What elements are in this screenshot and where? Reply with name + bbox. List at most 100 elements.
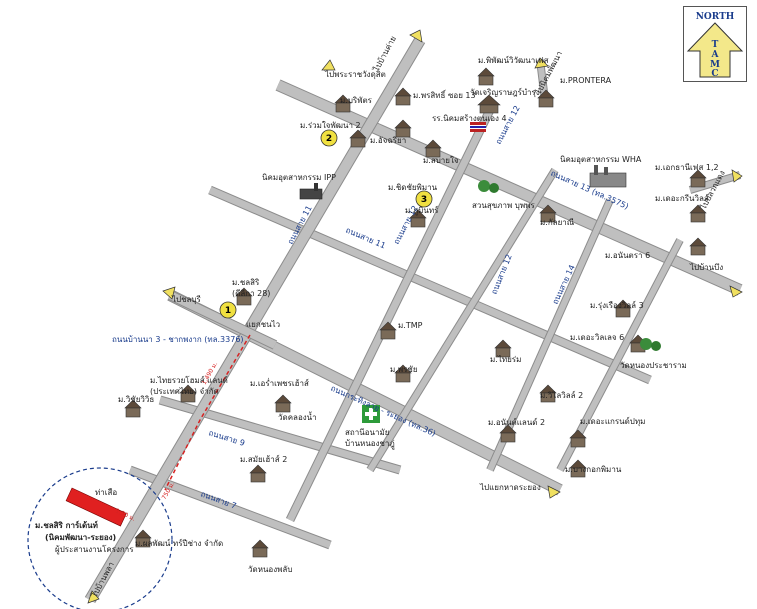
house-icon	[334, 94, 352, 113]
house-icon	[235, 287, 253, 306]
direction-arrows	[87, 29, 743, 604]
label-m-prasit: ม.พรสิทธิ์ ซอย 13	[413, 89, 476, 100]
house-icon	[614, 299, 632, 318]
north-letter-c: C	[711, 69, 718, 79]
label-m-phiphat: ม.พิพัฒน์วิวัฒนาเฟส	[478, 55, 549, 65]
house-icon	[494, 339, 512, 358]
house-icon	[134, 529, 152, 548]
park-icon	[640, 338, 661, 351]
north-title: NORTH	[696, 12, 735, 22]
label-m-anan2: ม.อนันต์แลนด์ 2	[488, 417, 545, 427]
label-m-bankok: ม.บางกอกพิมาน	[565, 465, 622, 474]
label-office-sub: (นิคมพัฒนา-ระยอง)	[45, 533, 116, 542]
label-ie-wha: นิคมอุตสาหกรรม WHA	[560, 155, 642, 164]
house-icon	[539, 204, 557, 223]
label-m-boriphat: ม.บริพัตร	[340, 96, 373, 105]
house-icon	[539, 384, 557, 403]
north-arrow-icon: NORTH T A M C	[686, 12, 744, 79]
label-health: สถานีอนามัย	[345, 428, 389, 437]
label-m-phumin: ม.ภูมินทร์	[405, 205, 439, 216]
road-network	[84, 36, 743, 604]
house-icon	[689, 237, 707, 256]
label-to-chonburi: ไปชลบุรี	[171, 295, 202, 304]
arrow-east-icon	[731, 169, 743, 183]
label-m-samai: ม.สมัยเฮ้าส์ 2	[240, 454, 287, 464]
label-ie-ipp: นิคมอุตสาหกรรม IPP	[262, 173, 336, 182]
building-icons	[65, 67, 707, 558]
label-m-rungruang: ม.รุ่งเรืองวิลล์ 3	[590, 300, 644, 310]
house-icon	[409, 209, 427, 228]
factory-icon	[299, 183, 323, 200]
office-building-icon	[65, 487, 127, 527]
svg-text:3: 3	[421, 195, 427, 205]
label-m-thekreen: ม.เดอะกรีนวิลล์	[655, 193, 709, 203]
north-letter-t: T	[712, 40, 719, 50]
road-label-r3376: ถนนบ้านนา 3 - ชากพงาก (ทล.3376)	[112, 335, 244, 344]
house-icon	[251, 539, 269, 558]
house-icon	[569, 459, 587, 478]
house-icon	[274, 394, 292, 413]
label-m-kalayani: ม.กัลยาณี	[540, 218, 575, 227]
road-label-soi9: ถนนสาย 9	[207, 428, 245, 448]
route-line	[164, 334, 251, 491]
park-icon	[478, 180, 499, 193]
label-to-rayong: ไปบ้านพลา	[89, 560, 116, 599]
label-m-phat: ม.ผลพัฒน์ ทร์ปีช่าง จำกัด	[135, 538, 223, 548]
label-m-thegreen: ม.เดอะแกรนด์ปทุม	[580, 416, 645, 426]
marker-1: 1	[219, 301, 237, 319]
label-m-atchanya: ม.อัจฉริยา	[370, 136, 406, 145]
label-office-near: ท่าเสือ	[95, 488, 117, 497]
arrow-south-icon	[87, 590, 100, 604]
house-icon	[569, 429, 587, 448]
label-wat-nong: วัดหนองประชาราม	[620, 361, 687, 370]
north-letter-a: A	[711, 50, 720, 60]
svg-text:1: 1	[225, 306, 231, 316]
house-icon	[249, 464, 267, 483]
arrow-ne-icon	[534, 57, 549, 69]
arrow-north-icon	[409, 29, 423, 43]
label-office: ม.ชลสิริ การ์เด้นท์	[35, 520, 98, 530]
label-m-anan: ม.อนันตรา 6	[605, 251, 650, 260]
office-highlight-circle	[27, 467, 173, 609]
house-icon	[424, 139, 442, 158]
label-m-ekthani: ม.เอกธานีเฟส 1,2	[655, 163, 719, 172]
svg-text:2: 2	[326, 134, 332, 144]
house-icon	[537, 89, 555, 108]
label-m-rungpetch: ม.เอร่ำเพชรเฮ้าส์	[250, 377, 309, 388]
arrow-south-east-icon	[547, 485, 561, 499]
label-m-chitchai: ม.ชิดชัยพิมาน	[388, 183, 438, 192]
house-icon	[349, 129, 367, 148]
factory-icon	[589, 165, 627, 188]
label-m-tmp: ม.TMP	[398, 321, 423, 330]
house-icon	[499, 424, 517, 443]
house-icon	[477, 67, 495, 86]
house-icon	[179, 384, 197, 403]
house-icon	[689, 169, 707, 188]
health-cross-icon	[362, 405, 380, 423]
marker-2: 2	[320, 129, 338, 147]
house-icon	[124, 399, 142, 418]
temple-icon	[477, 94, 501, 114]
label-rr-nikhom: รร.นิคมสร้างตนเอง 4	[432, 114, 507, 123]
label-m-vichai: ม.วิชัยวิวิธ	[118, 395, 154, 404]
numbered-markers: 1 2 3	[219, 129, 433, 319]
label-suan: สวนสุขภาพ บุพพร	[472, 201, 535, 210]
label-m-vilai: ม.วิไลวิลล์ 2	[540, 390, 583, 400]
label-wat-nongmao: วัดหนองพลับ	[248, 565, 292, 574]
north-compass: NORTH T A M C	[683, 6, 747, 82]
label-m-thaidee: ม.เดอะวิลเลจ 6	[570, 333, 624, 342]
flag-icon	[470, 122, 486, 132]
house-icon	[689, 204, 707, 223]
label-m-ruamjai: ม.ร่วมใจพัฒนา 2	[300, 121, 361, 130]
label-m-prontera: ม.PRONTERA	[560, 76, 612, 85]
label-wat-khlong: วัดคลองน้ำ	[278, 411, 317, 422]
arrow-west-icon	[162, 286, 176, 300]
label-to-laem: ไปแยกหาดระยอง	[479, 483, 541, 492]
label-m-thaworn-sub: (ประเทศไทย) จำกัด	[150, 387, 219, 396]
label-yak: แยกชนไว	[246, 320, 280, 329]
label-m-chonsiri: ม.ชลสิริ	[232, 278, 260, 287]
label-office-sub2: ผู้ประสานงานโครงการ	[55, 544, 134, 555]
arrow-se-icon	[729, 285, 743, 298]
label-to-north-pr: ไปพระราชวังดุสิต	[324, 70, 386, 79]
